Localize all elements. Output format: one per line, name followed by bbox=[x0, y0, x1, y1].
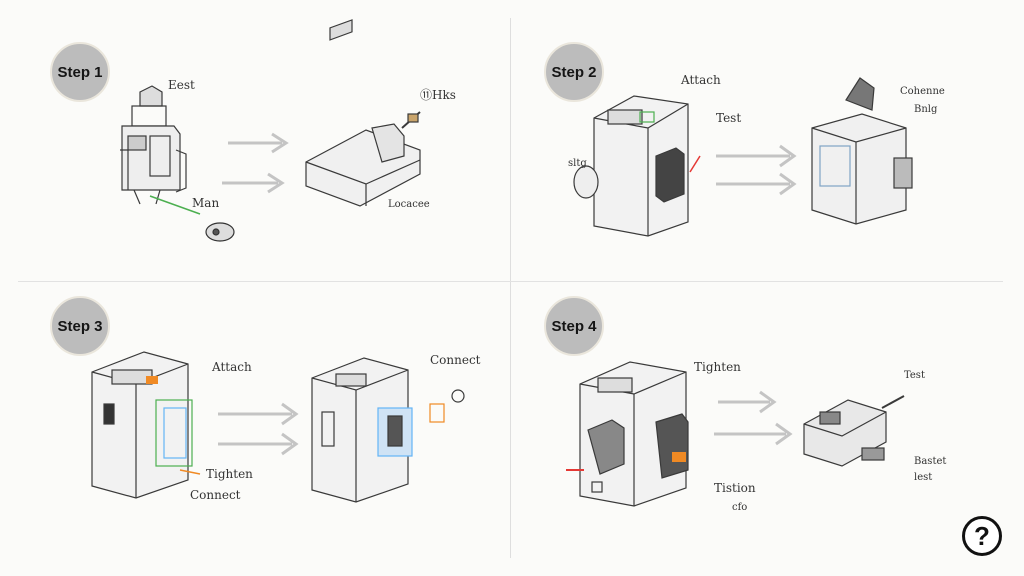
step-2-badge: Step 2 bbox=[544, 42, 604, 102]
step-2-label-e: sltg bbox=[568, 158, 587, 169]
assembled-unit-sketch bbox=[305, 19, 421, 207]
step-1-label-d: Locacee bbox=[388, 199, 430, 210]
step-1-label-b: Man bbox=[192, 196, 220, 210]
appliance-sketch bbox=[91, 351, 193, 499]
step-3-label-d: Connect bbox=[190, 488, 241, 502]
step-2-label-c: Cohenne bbox=[900, 86, 945, 97]
step-1-badge: Step 1 bbox=[50, 42, 110, 102]
step-4-label-d: Test bbox=[904, 370, 925, 381]
step-1-illustration bbox=[120, 19, 421, 242]
flow-arrow bbox=[218, 402, 299, 456]
step-4-label-b: Tistion bbox=[714, 481, 756, 495]
connector-part bbox=[205, 222, 235, 242]
step-4-label-f: lest bbox=[914, 472, 933, 483]
appliance-sketch bbox=[579, 361, 689, 507]
step-4-label-e: Bastet bbox=[914, 456, 947, 467]
step-2-illustration bbox=[573, 77, 913, 237]
assembled-unit-sketch bbox=[311, 357, 465, 503]
compact-unit-sketch bbox=[803, 395, 905, 467]
step-3-label-a: Attach bbox=[212, 360, 252, 374]
open-unit-sketch bbox=[811, 77, 913, 225]
step-2-label-b: Test bbox=[716, 111, 742, 125]
step-1-label-a: Eest bbox=[168, 78, 195, 92]
step-4-label-c: cfo bbox=[732, 502, 748, 513]
step-1-label-c: ⑪Hks bbox=[420, 88, 456, 102]
machine-sketch bbox=[120, 85, 187, 205]
step-3-badge: Step 3 bbox=[50, 296, 110, 356]
step-3-label-b: Tighten bbox=[206, 467, 253, 481]
appliance-sketch bbox=[573, 95, 689, 237]
step-2-label-d: Bnlg bbox=[914, 104, 938, 115]
step-3-illustration bbox=[91, 351, 465, 503]
flow-arrow bbox=[222, 132, 289, 194]
flow-arrow bbox=[714, 390, 793, 446]
flow-arrow bbox=[716, 144, 797, 196]
panel-divider-horizontal bbox=[18, 281, 1003, 282]
step-4-label-a: Tighten bbox=[694, 360, 741, 374]
step-3-label-c: Connect bbox=[430, 353, 481, 367]
panel-divider-vertical bbox=[510, 18, 511, 558]
step-2-label-a: Attach bbox=[681, 73, 721, 87]
green-lead-line bbox=[149, 195, 201, 215]
help-icon[interactable]: ? bbox=[962, 516, 1002, 556]
step-4-badge: Step 4 bbox=[544, 296, 604, 356]
